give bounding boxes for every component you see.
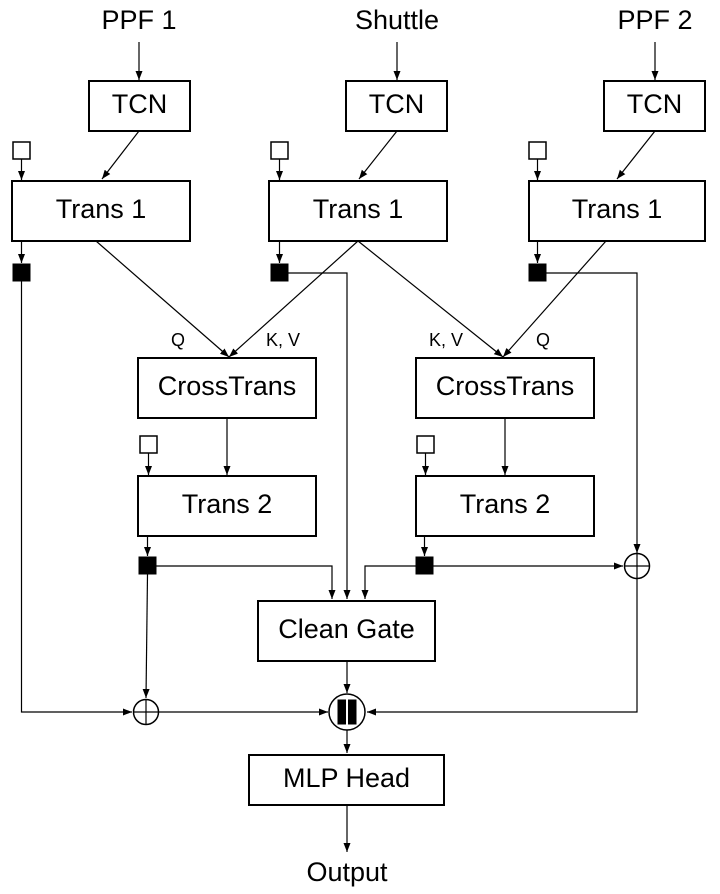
add-node-right (623, 552, 651, 580)
crosstrans-label: CrossTrans (436, 371, 575, 401)
trans1-label: Trans 1 (572, 194, 663, 224)
trans1-label: Trans 1 (56, 194, 147, 224)
input-ppf2-label: PPF 2 (617, 5, 692, 35)
tcn-block-right: TCN (603, 80, 706, 132)
mlp-head-block: MLP Head (248, 754, 445, 806)
tcn-label: TCN (369, 89, 425, 119)
trans1-block-right: Trans 1 (528, 180, 706, 242)
class-token-icon (416, 435, 435, 454)
q-label-left: Q (171, 330, 185, 350)
kv-label-right: K, V (429, 330, 463, 350)
edge-trans1-center-kv-left (228, 240, 359, 358)
output-label: Output (306, 857, 388, 887)
concat-icon (337, 699, 346, 725)
output-token-icon (415, 556, 434, 575)
class-token-icon (528, 141, 547, 160)
trans2-block-left: Trans 2 (137, 475, 317, 537)
edge-trans2-left-gate (156, 565, 336, 599)
edge-tcn-trans1-left (101, 130, 140, 180)
edge-trans1-center-kv-right (357, 240, 504, 358)
edge-trans1-right-add (546, 272, 641, 553)
edge-trans2-right-gate (361, 565, 416, 599)
input-shuttle-label: Shuttle (355, 5, 439, 35)
edge-tcn-trans1-right (616, 130, 656, 180)
tcn-block-center: TCN (345, 80, 448, 132)
edge-tcn-trans1-center (358, 130, 398, 180)
trans2-label: Trans 2 (182, 489, 273, 519)
tcn-label: TCN (112, 89, 168, 119)
input-ppf1-label: PPF 1 (101, 5, 176, 35)
class-token-icon (12, 141, 31, 160)
trans2-block-right: Trans 2 (415, 475, 595, 537)
trans1-block-left: Trans 1 (11, 180, 191, 242)
trans1-label: Trans 1 (313, 194, 404, 224)
trans2-label: Trans 2 (460, 489, 551, 519)
clean-gate-label: Clean Gate (278, 614, 415, 644)
q-label-right: Q (536, 330, 550, 350)
add-node-left (132, 698, 160, 726)
edge-trans1-right-q (502, 240, 607, 358)
crosstrans-block-right: CrossTrans (415, 357, 595, 419)
output-token-icon (138, 556, 157, 575)
class-token-icon (139, 435, 158, 454)
trans1-block-center: Trans 1 (268, 180, 448, 242)
edge-trans1-left-q (95, 240, 230, 358)
mlp-head-label: MLP Head (283, 763, 410, 793)
kv-label-left: K, V (266, 330, 300, 350)
edge-add-right-concat (367, 578, 638, 716)
crosstrans-label: CrossTrans (158, 371, 297, 401)
output-token-icon (270, 263, 289, 282)
tcn-label: TCN (627, 89, 683, 119)
class-token-icon (270, 141, 289, 160)
edge-trans2-left-add (142, 573, 150, 699)
clean-gate-block: Clean Gate (257, 600, 436, 662)
tcn-block-left: TCN (88, 80, 191, 132)
concat-node (328, 693, 366, 731)
crosstrans-block-left: CrossTrans (137, 357, 317, 419)
edge-trans1-left-skip (20, 281, 132, 716)
output-token-icon (528, 263, 547, 282)
edge-trans1-center-gate (288, 272, 351, 599)
output-token-icon (12, 263, 31, 282)
